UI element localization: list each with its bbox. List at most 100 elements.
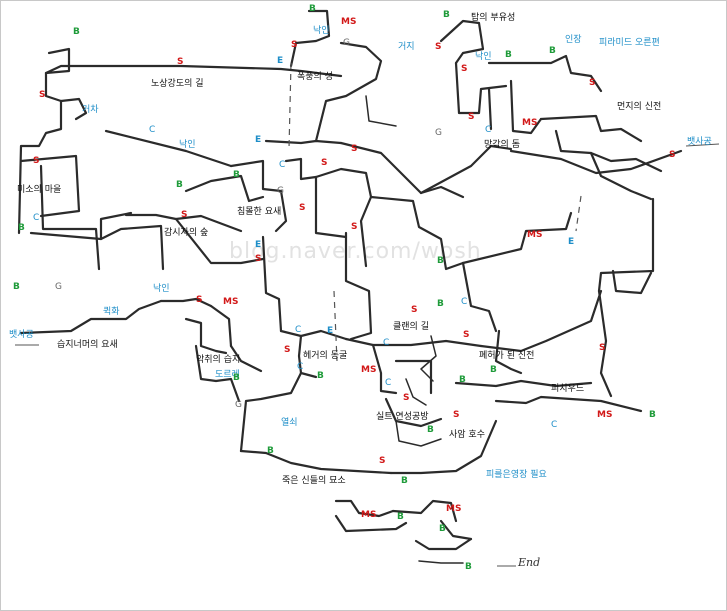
label-geocha: 거차 [82,105,99,115]
marker: S [291,40,298,50]
label-nagin-swamp: 낙인 [153,284,170,294]
marker: G [277,186,284,196]
marker: E [568,237,575,247]
label-hegeo-cave: 헤거의 동굴 [303,351,348,361]
label-ruined-temple: 먼지의 신전 [617,102,662,112]
marker: E [277,56,284,66]
marker: MS [527,230,543,240]
marker: C [485,125,492,135]
marker: MS [223,297,239,307]
label-swamp-fort: 습지너머의 요새 [57,340,118,350]
marker: C [149,125,156,135]
label-storm-castle: 폭풍의 성 [297,72,333,82]
marker: S [321,158,328,168]
label-yeolsoe: 열쇠 [281,418,298,428]
marker: S [196,295,203,305]
label-nagin-top: 낙인 [313,26,330,36]
map-arrow-lines [15,143,720,567]
marker: C [551,420,558,430]
marker: S [463,330,470,340]
marker: S [669,150,676,160]
marker: B [437,256,444,266]
marker: B [437,299,444,309]
label-pyramid: 피라미드 오른편 [599,38,660,48]
label-dead-gods-tomb: 죽은 신들의 묘소 [282,476,346,486]
label-kihwa: 퀵화 [103,307,120,317]
marker: S [599,343,606,353]
marker: B [317,371,324,381]
marker: G [55,282,62,292]
label-bbaesa-left: 뱃사공 [9,330,34,340]
label-nagin-mid: 낙인 [179,140,196,150]
marker: C [385,378,392,388]
marker: S [299,203,306,213]
marker: S [461,64,468,74]
marker: MS [361,365,377,375]
marker: S [284,345,291,355]
marker: S [411,305,418,315]
marker: S [255,254,262,264]
marker: S [351,222,358,232]
label-bbaesa-right: 뱃사공 [687,137,712,147]
marker: B [73,27,80,37]
marker: S [33,156,40,166]
marker: MS [446,504,462,514]
marker: S [435,42,442,52]
marker: B [397,512,404,522]
label-nagin-tower: 낙인 [475,52,492,62]
watermark: blog.naver.com/wosh [229,239,482,264]
marker: E [255,135,262,145]
marker: S [181,210,188,220]
label-tower: 탑의 부유성 [471,13,516,23]
marker: B [549,46,556,56]
marker: S [39,90,46,100]
marker: B [309,4,316,14]
label-evil-swamp: 악취의 습지 [196,355,241,365]
marker: B [505,50,512,60]
label-forge: 실트 연성공방 [376,412,429,422]
marker: C [279,160,286,170]
marker: B [401,476,408,486]
marker: S [453,410,460,420]
marker: S [589,78,596,88]
marker: MS [361,510,377,520]
label-misuo-village: 미소의 마을 [17,185,62,195]
map-walls [17,9,683,564]
end-label: End [518,556,541,569]
marker: E [255,240,262,250]
marker: B [465,562,472,572]
label-pichiwood: 피치우드 [551,384,585,394]
marker: C [297,362,304,372]
label-pirum-needed: 피를은영장 필요 [486,470,547,480]
label-gamsi-forest: 감시자의 숲 [164,228,209,238]
marker: B [233,170,240,180]
marker: B [267,446,274,456]
marker: MS [522,118,538,128]
marker: S [468,112,475,122]
marker: G [435,128,442,138]
marker: MS [341,17,357,27]
marker: B [439,524,446,534]
label-geoji: 거지 [398,42,415,52]
marker: B [459,375,466,385]
label-bandit-road: 노상강도의 길 [151,79,204,89]
label-forgotten-tower: 망각의 돔 [484,140,520,150]
marker: MS [597,410,613,420]
marker: G [343,38,350,48]
marker: B [427,425,434,435]
marker: B [490,365,497,375]
marker: E [327,326,334,336]
marker: S [379,456,386,466]
marker: S [177,57,184,67]
label-abandoned-temple: 폐허가 된 신전 [479,351,535,361]
marker: B [233,373,240,383]
marker: B [13,282,20,292]
marker: C [383,338,390,348]
label-clan-road: 클랜의 길 [393,322,429,332]
marker: S [403,393,410,403]
map-dashed-links [288,62,582,362]
marker: S [351,144,358,154]
label-dorere: 도르레 [215,370,240,380]
